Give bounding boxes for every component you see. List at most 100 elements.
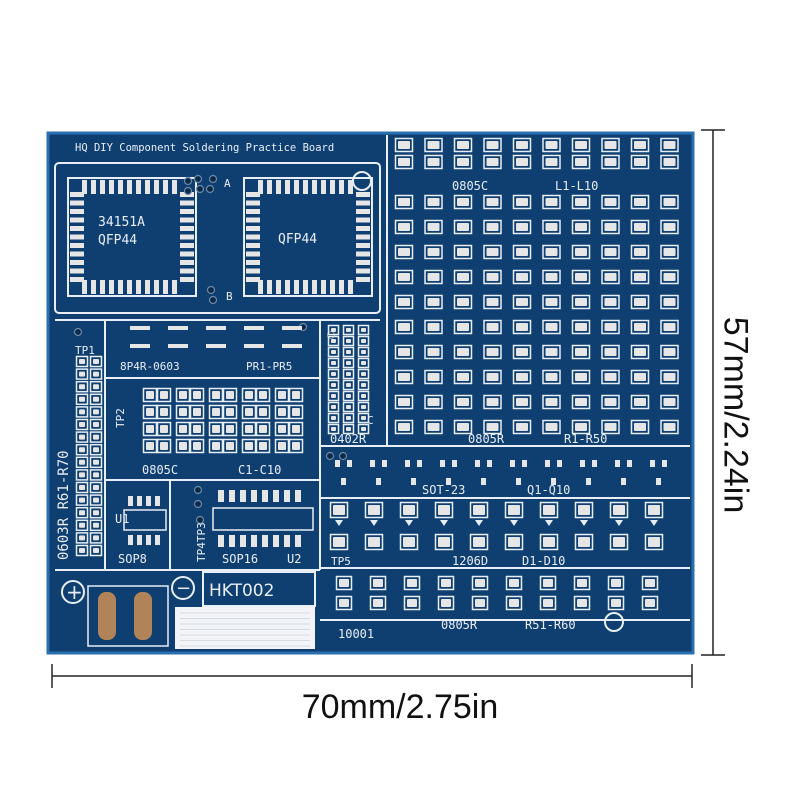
pad-outline	[660, 394, 679, 410]
pad-outline	[222, 421, 238, 437]
qfp-pin	[127, 280, 132, 294]
qfp-pin	[127, 180, 132, 194]
pad	[648, 537, 660, 547]
sot-pad	[417, 460, 422, 467]
pad-outline	[512, 244, 532, 260]
pad-outline	[630, 154, 650, 170]
pad	[545, 398, 558, 406]
pad-outline	[335, 595, 353, 611]
pad	[226, 408, 234, 416]
pad-outline	[505, 575, 523, 591]
qfp-pin	[91, 180, 96, 194]
pad-outline	[437, 575, 455, 591]
pad	[577, 599, 587, 607]
qfp-pin	[246, 277, 260, 282]
sot-pad	[452, 460, 457, 467]
qfp-pin	[303, 180, 308, 194]
pad-outline	[89, 368, 103, 380]
sot-pad	[627, 460, 632, 467]
array-pad	[168, 344, 188, 348]
sop16-pin	[251, 535, 257, 547]
pad-outline	[342, 390, 355, 402]
qfp-pin	[246, 209, 260, 214]
pad	[179, 391, 187, 399]
qfp-pin	[276, 280, 281, 294]
pad	[634, 373, 646, 381]
pad-outline	[75, 443, 89, 456]
pad-outline	[274, 387, 290, 403]
pad	[663, 158, 676, 166]
res2-package-label: 0805R	[441, 618, 478, 632]
plus-marker	[61, 580, 85, 604]
pad	[545, 323, 558, 331]
pad-outline	[644, 533, 664, 551]
pad	[398, 323, 410, 331]
pad	[278, 425, 286, 433]
pad	[604, 248, 617, 256]
pad	[398, 273, 410, 281]
serial-label: 10001	[338, 627, 374, 641]
qfp-pin	[312, 280, 317, 294]
pad-outline	[660, 369, 679, 385]
pad-outline	[364, 533, 384, 551]
via	[206, 285, 216, 295]
pad-outline	[75, 469, 89, 481]
pad	[611, 599, 621, 607]
pad	[457, 298, 469, 306]
sop16-body	[212, 507, 314, 531]
pad-outline	[335, 575, 353, 591]
pad-outline	[357, 346, 370, 358]
pad	[427, 273, 440, 281]
qfp-pin	[145, 280, 150, 294]
diode-mark	[615, 520, 623, 526]
pad	[79, 384, 85, 390]
pad	[457, 373, 469, 381]
pad-outline	[601, 369, 620, 385]
pad	[604, 298, 617, 306]
pad	[473, 505, 485, 515]
pad	[457, 223, 469, 231]
pad-outline	[601, 419, 620, 435]
pad	[634, 198, 646, 206]
pad	[613, 505, 625, 515]
pad	[292, 408, 300, 416]
pad-outline	[571, 319, 591, 335]
pad-outline	[512, 294, 532, 310]
pad-outline	[369, 595, 387, 611]
pad	[331, 416, 336, 420]
pad	[486, 348, 499, 356]
pad-outline	[329, 533, 349, 551]
pad	[634, 323, 646, 331]
pad	[516, 198, 528, 206]
sop16-pin	[218, 535, 224, 547]
pad	[516, 373, 528, 381]
pad-outline	[453, 137, 473, 153]
pad	[331, 372, 336, 376]
diode-mark	[370, 520, 378, 526]
pad-outline	[208, 438, 224, 454]
dimension-lines	[51, 129, 725, 688]
pad	[361, 361, 366, 365]
pad	[368, 537, 380, 547]
pad-outline	[539, 575, 557, 591]
array-pad	[168, 326, 188, 330]
pad	[146, 408, 154, 416]
power-pad-left	[98, 592, 116, 640]
pad-outline	[571, 419, 591, 435]
pad	[486, 423, 499, 431]
sot23-pads	[335, 460, 667, 485]
pad	[473, 537, 485, 547]
qfp-pin	[285, 180, 290, 194]
pad	[516, 423, 528, 431]
pad	[368, 505, 380, 515]
pad	[79, 371, 85, 377]
qfp-pin	[180, 200, 194, 206]
pad-outline	[394, 219, 414, 235]
pad	[663, 398, 676, 406]
diode-mark	[510, 520, 518, 526]
pad-outline	[255, 421, 271, 437]
pad-outline	[222, 438, 238, 454]
qfp-pin	[246, 192, 260, 197]
qfp-pin	[330, 280, 335, 294]
sop16-pin	[262, 535, 268, 547]
